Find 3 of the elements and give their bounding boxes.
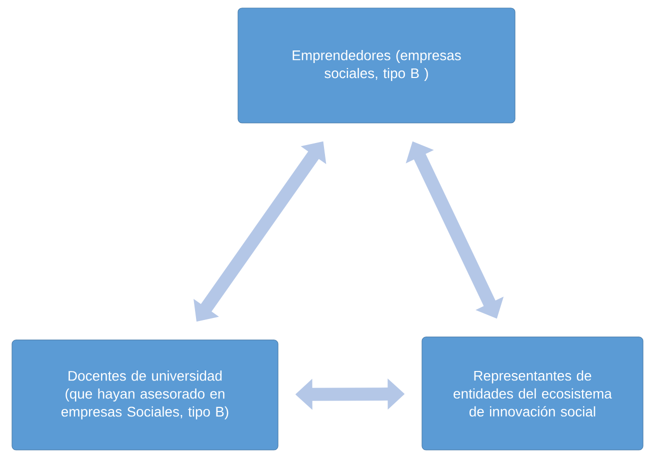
- process-box: Emprendedores (empresas sociales, tipo B ): [238, 8, 516, 124]
- process-box: Docentes de universidad (que hayan asesorado en empresas Sociales, tipo B): [12, 340, 278, 450]
- process-box: Representantes de entidades del ecosistema de innovación social: [422, 336, 644, 450]
